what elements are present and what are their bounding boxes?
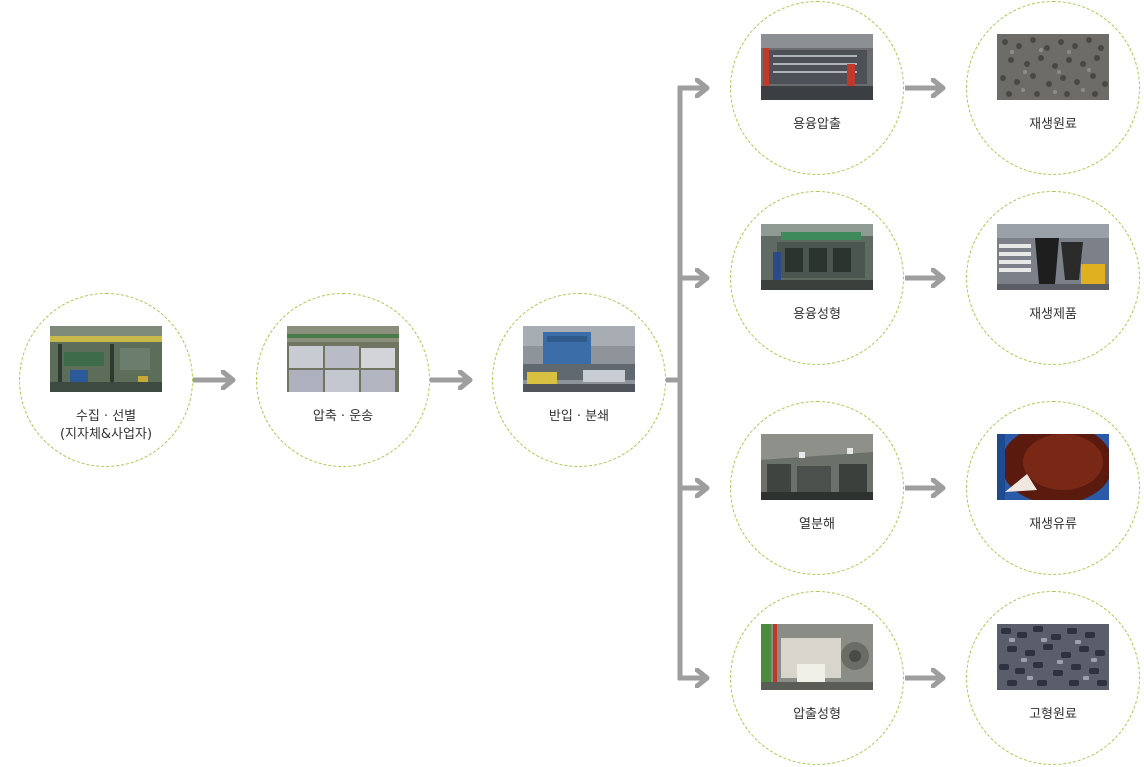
node-pyrolysis: 열분해	[730, 401, 904, 575]
node-label: 용융압출	[793, 117, 841, 132]
node-label: 반입 · 분쇄	[548, 409, 610, 424]
node-label: 재생유류	[1029, 517, 1077, 532]
node-collect-sort: 수집 · 선별 (지자체&사업자)	[19, 293, 193, 467]
compressed-bales-photo-icon	[287, 326, 399, 392]
node-extrusion-molding: 압출성형	[730, 591, 904, 765]
extruder-photo-icon	[761, 34, 873, 100]
pyrolysis-plant-photo-icon	[761, 434, 873, 500]
node-label: 압축 · 운송	[312, 409, 374, 424]
node-compress-transport: 압축 · 운송	[256, 293, 430, 467]
node-label: 고형원료	[1029, 707, 1077, 722]
recycled-products-photo-icon	[997, 224, 1109, 290]
recycled-oil-photo-icon	[997, 434, 1109, 500]
node-label: 재생제품	[1029, 307, 1077, 322]
node-melt-molding: 용융성형	[730, 191, 904, 365]
recycling-center-photo-icon	[50, 326, 162, 392]
molding-line-photo-icon	[761, 224, 873, 290]
node-recycled-oil: 재생유류	[966, 401, 1140, 575]
node-solid-material: 고형원료	[966, 591, 1140, 765]
node-label: 수집 · 선별 (지자체&사업자)	[59, 409, 153, 442]
crusher-machine-photo-icon	[523, 326, 635, 392]
node-label: 용융성형	[793, 307, 841, 322]
node-label: 압출성형	[793, 707, 841, 722]
node-recycled-material: 재생원료	[966, 1, 1140, 175]
node-receive-crush: 반입 · 분쇄	[492, 293, 666, 467]
pellets-photo-icon	[997, 34, 1109, 100]
node-melt-extrusion: 용융압출	[730, 1, 904, 175]
node-label: 재생원료	[1029, 117, 1077, 132]
extrusion-molder-photo-icon	[761, 624, 873, 690]
node-recycled-product: 재생제품	[966, 191, 1140, 365]
solid-fuel-photo-icon	[997, 624, 1109, 690]
node-label: 열분해	[799, 517, 835, 532]
